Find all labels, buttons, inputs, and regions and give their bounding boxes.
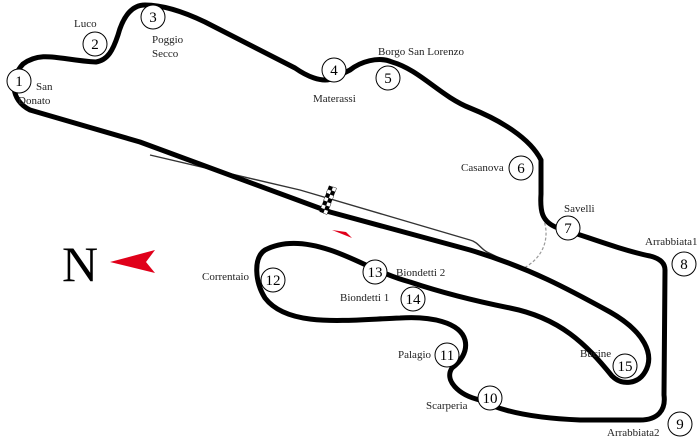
- service-road: [519, 217, 547, 271]
- corner-10: 10 Scarperia: [426, 385, 503, 412]
- corner-4: 4 Materassi: [313, 57, 356, 105]
- corner-label: Poggio: [152, 34, 184, 46]
- corner-3: 3 Poggio Secco: [140, 4, 184, 60]
- corner-number: 11: [440, 348, 454, 364]
- corner-9: 9 Arrabbiata2: [607, 411, 693, 439]
- corner-2: 2 Luco: [74, 18, 108, 57]
- corner-label: Savelli: [564, 203, 595, 215]
- corner-label: Biondetti 1: [340, 292, 389, 304]
- north-letter: N: [62, 236, 98, 292]
- corner-number: 14: [406, 292, 422, 308]
- corner-label: Materassi: [313, 93, 356, 105]
- corner-number: 2: [91, 37, 99, 53]
- corner-label: Biondetti 2: [396, 267, 445, 279]
- corner-13: 13 Biondetti 2: [362, 259, 445, 285]
- corner-label: Palagio: [398, 349, 431, 361]
- corner-label: Arrabbiata2: [607, 427, 660, 439]
- corner-label: Bucine: [580, 348, 611, 360]
- corner-label: Scarperia: [426, 400, 468, 412]
- corner-6: 6 Casanova: [461, 155, 534, 181]
- corner-label: Casanova: [461, 162, 504, 174]
- corner-label: San: [36, 81, 53, 93]
- corner-number: 7: [564, 221, 572, 237]
- corner-number: 15: [618, 359, 633, 375]
- corner-7: 7 Savelli: [555, 203, 595, 241]
- north-arrow-icon: [110, 250, 155, 273]
- corner-number: 9: [676, 417, 684, 433]
- corner-11: 11 Palagio: [398, 342, 460, 368]
- direction-arrow-icon: [332, 230, 352, 238]
- corner-number: 13: [368, 265, 383, 281]
- start-finish-line: [319, 185, 337, 215]
- corner-number: 6: [517, 161, 525, 177]
- corner-label: Correntaio: [202, 271, 250, 283]
- corner-number: 10: [483, 391, 498, 407]
- corner-label: Luco: [74, 18, 97, 30]
- corner-1: 1 San Donato: [6, 68, 53, 107]
- corner-label: Borgo San Lorenzo: [378, 46, 464, 58]
- corner-number: 4: [330, 63, 338, 79]
- corner-12: 12 Correntaio: [202, 267, 286, 293]
- corner-8: 8 Arrabbiata1: [645, 236, 698, 277]
- corner-label: Secco: [152, 48, 179, 60]
- corner-number: 3: [149, 10, 157, 26]
- corner-number: 1: [15, 74, 23, 90]
- corner-label: Arrabbiata1: [645, 236, 698, 248]
- corner-5: 5 Borgo San Lorenzo: [375, 46, 464, 91]
- pit-lane: [149, 154, 521, 269]
- corner-label: Donato: [18, 95, 51, 107]
- corner-number: 8: [680, 257, 688, 273]
- corner-number: 12: [266, 273, 281, 289]
- corner-15: 15 Bucine: [580, 348, 638, 379]
- corner-14: 14 Biondetti 1: [340, 286, 426, 312]
- corner-number: 5: [384, 71, 392, 87]
